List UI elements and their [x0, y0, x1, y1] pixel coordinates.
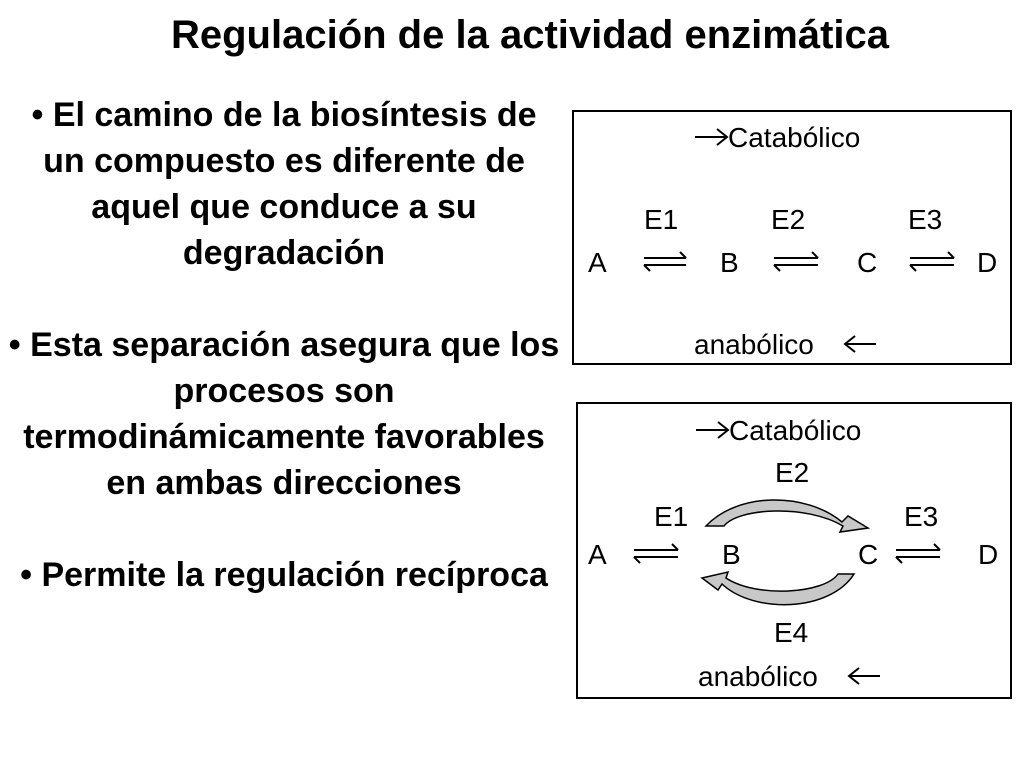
pathway-diagram-single-svg: Catabólico E1 E2 E3 A B C D anabólico: [588, 122, 997, 360]
enzyme-e2-label: E2: [775, 457, 809, 488]
metabolite-c: C: [858, 539, 878, 570]
anabolic-label: anabólico: [698, 661, 818, 692]
metabolite-a: A: [588, 247, 607, 278]
pathway-diagram-separate: Catabólico E2 E1 E3 A B C D E4 anabólico: [576, 402, 1012, 699]
metabolite-a: A: [588, 539, 607, 570]
enzyme-e2-label: E2: [771, 204, 805, 235]
arrow-right-icon: [695, 128, 729, 146]
enzyme-e3-label: E3: [904, 501, 938, 532]
bullet-text-1: El camino de la biosíntesis de un compue…: [43, 96, 537, 272]
anabolic-arc-arrow: [700, 570, 856, 606]
metabolite-d: D: [977, 247, 997, 278]
catabolic-arc-arrow: [704, 499, 871, 533]
enzyme-e1-label: E1: [654, 501, 688, 532]
catabolic-label: Catabólico: [728, 122, 860, 153]
enzyme-e4-label: E4: [774, 617, 808, 648]
bullet-item-1: • El camino de la biosíntesis de un comp…: [8, 92, 560, 276]
bullet-symbol: •: [31, 96, 44, 134]
equilibrium-arrows-icon: [909, 251, 955, 272]
bullet-text-3: Permite la regulación recíproca: [41, 556, 548, 594]
slide-title: Regulación de la actividad enzimática: [170, 13, 889, 57]
arrow-left-icon: [847, 667, 880, 685]
equilibrium-arrows-icon: [773, 251, 819, 272]
enzyme-e3-label: E3: [908, 204, 942, 235]
pathway-diagram-separate-svg: Catabólico E2 E1 E3 A B C D E4 anabólico: [588, 415, 998, 692]
bullet-symbol: •: [20, 556, 32, 594]
bullet-list: • El camino de la biosíntesis de un comp…: [8, 92, 560, 598]
enzyme-e1-label: E1: [644, 204, 678, 235]
pathway-diagram-single: Catabólico E1 E2 E3 A B C D anabólico: [572, 110, 1012, 365]
metabolite-c: C: [857, 247, 877, 278]
arrow-right-icon: [696, 421, 730, 439]
bullet-text-2: Esta separación asegura que los procesos…: [23, 326, 560, 502]
equilibrium-arrows-icon: [643, 251, 687, 272]
bullet-symbol: •: [8, 326, 21, 364]
anabolic-label: anabólico: [694, 329, 814, 360]
bullet-item-3: • Permite la regulación recíproca: [8, 552, 560, 598]
metabolite-b: B: [720, 247, 739, 278]
catabolic-label: Catabólico: [729, 415, 861, 446]
equilibrium-arrows-icon: [633, 543, 679, 564]
arrow-left-icon: [843, 335, 876, 353]
bullet-item-2: • Esta separación asegura que los proces…: [8, 322, 560, 506]
metabolite-b: B: [722, 539, 741, 570]
metabolite-d: D: [978, 539, 998, 570]
equilibrium-arrows-icon: [895, 543, 941, 564]
